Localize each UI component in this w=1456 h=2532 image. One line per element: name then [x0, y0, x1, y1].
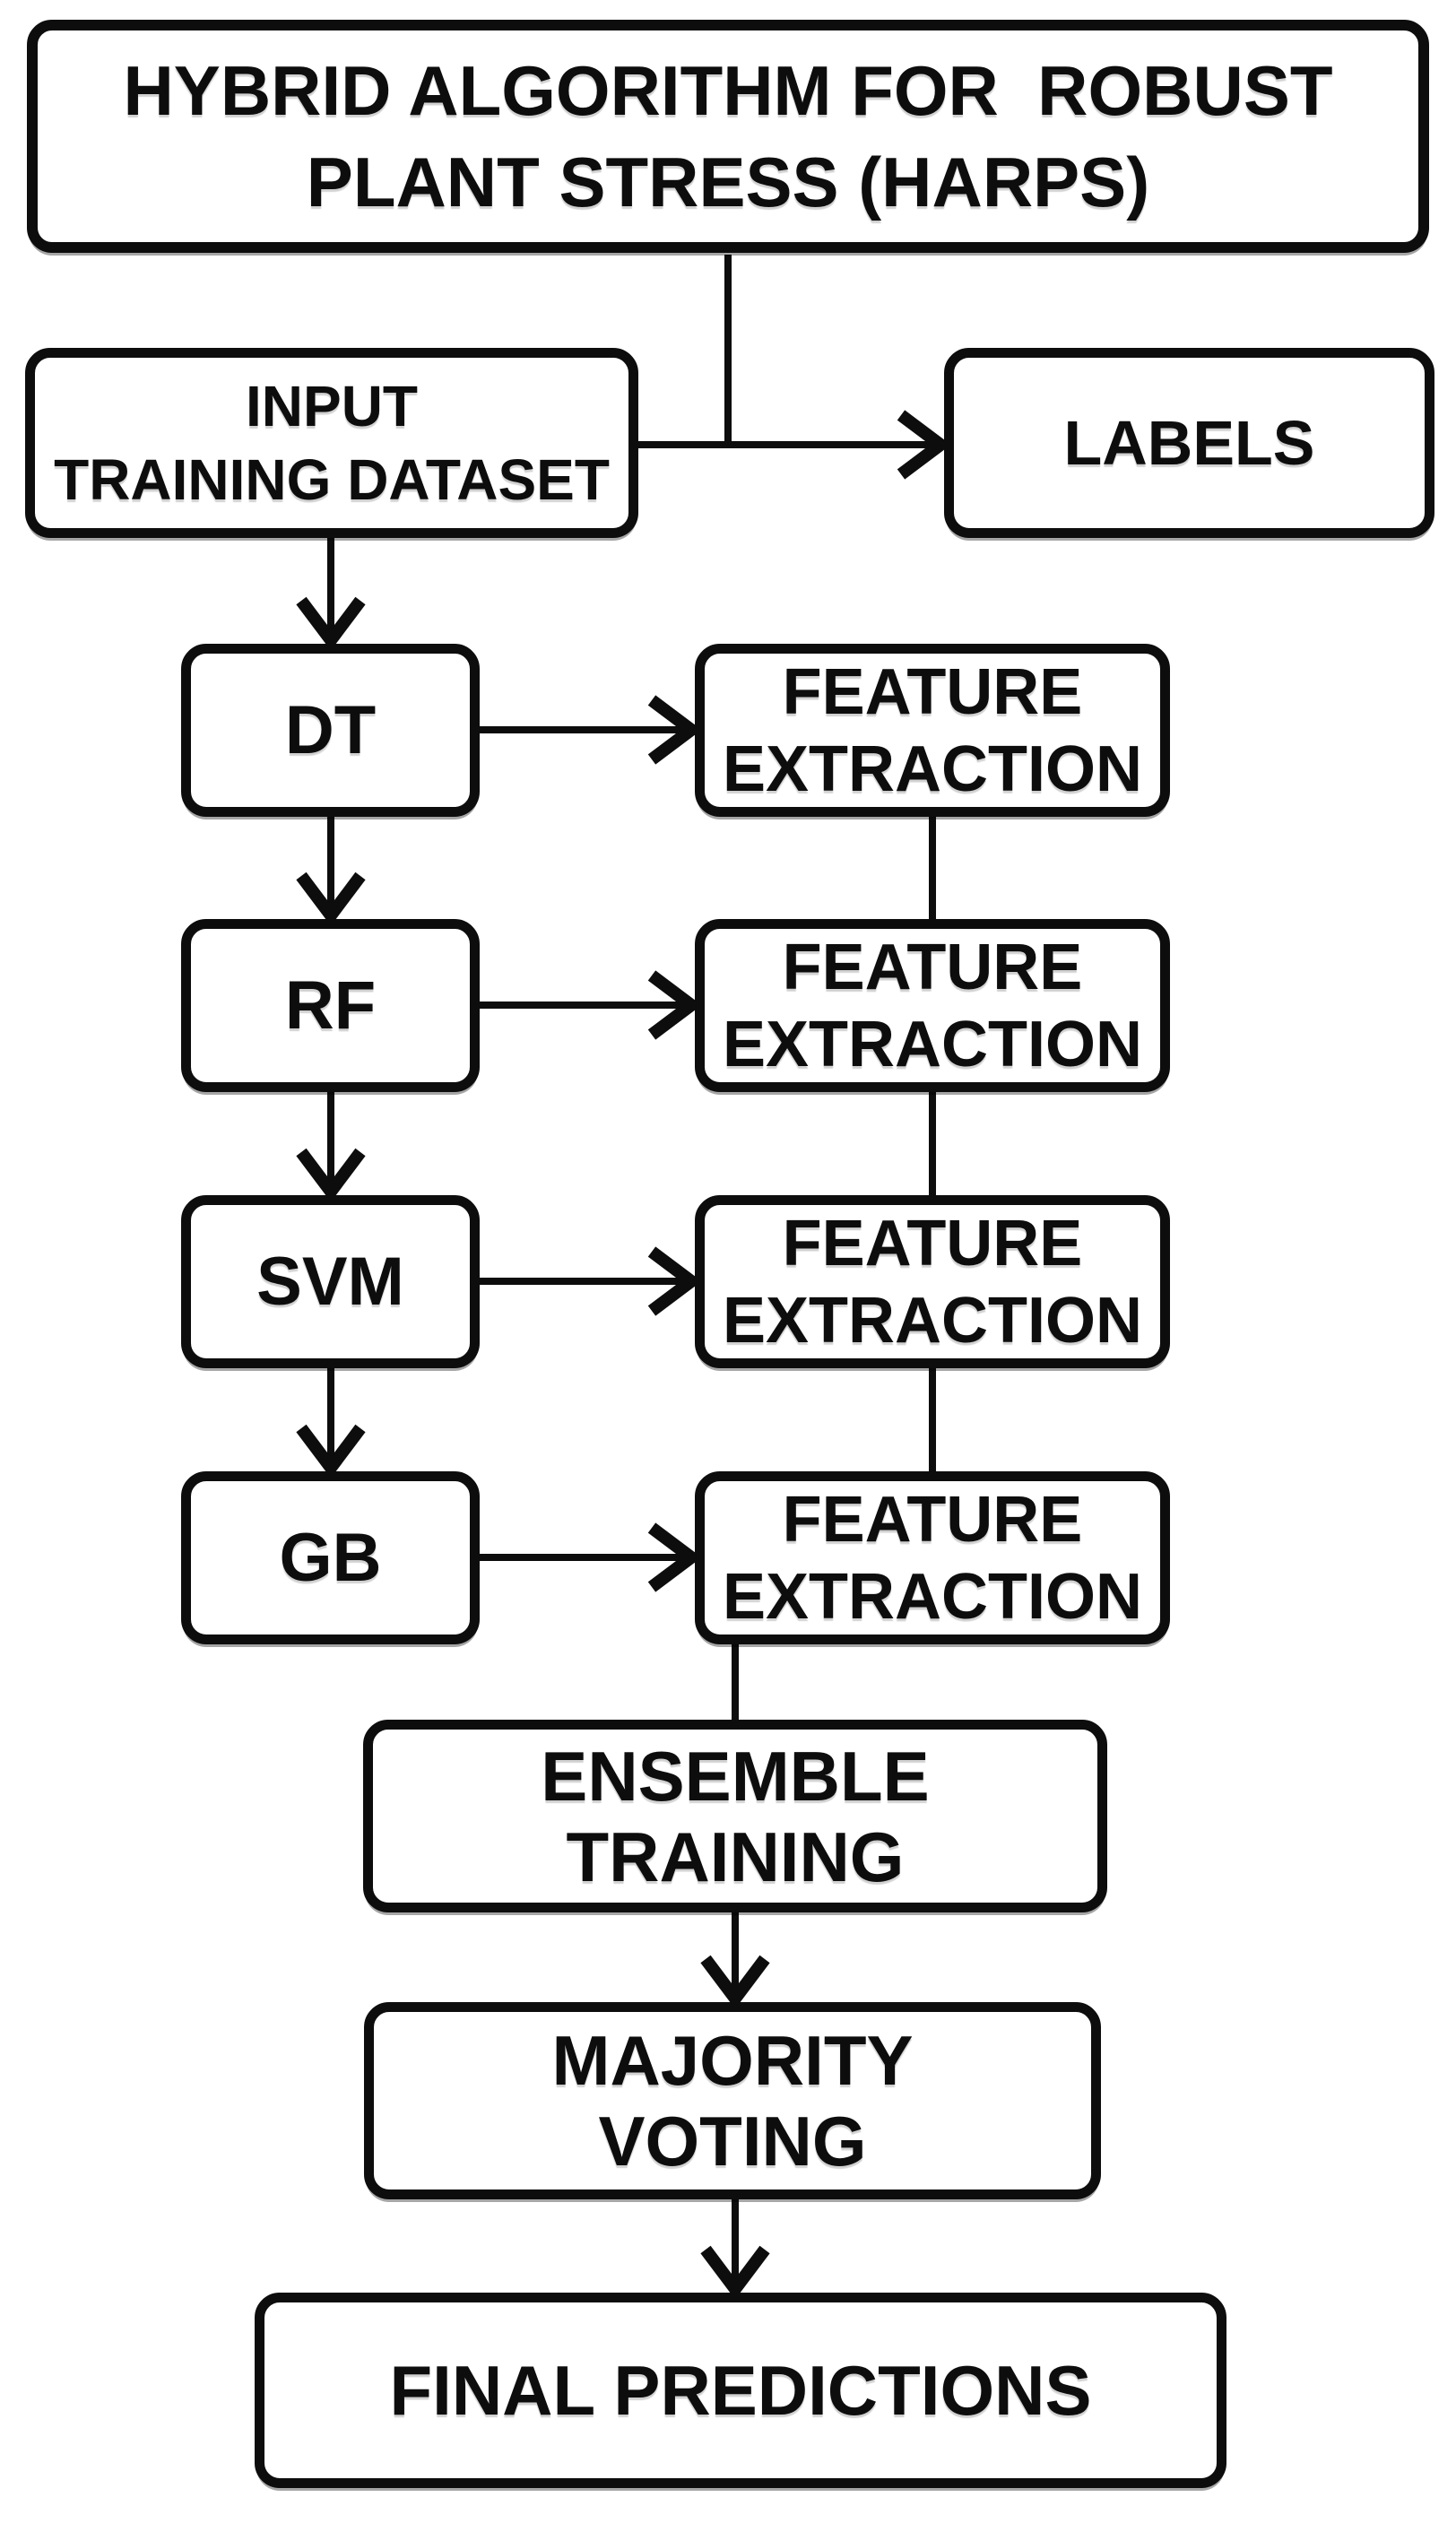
- fe1-line-1: FEATURE: [782, 655, 1083, 728]
- fe3-line-1: FEATURE: [782, 1207, 1083, 1279]
- node-ensemble-training: ENSEMBLE TRAINING: [363, 1720, 1107, 1912]
- ensemble-line-1: ENSEMBLE: [541, 1736, 930, 1816]
- node-majority-voting: MAJORITY VOTING: [364, 2002, 1101, 2199]
- node-svm: SVM: [181, 1195, 480, 1368]
- title-line-2: PLANT STRESS (HARPS): [306, 143, 1150, 221]
- dt-label: DT: [284, 691, 377, 768]
- node-rf: RF: [181, 919, 480, 1092]
- majority-line-2: VOTING: [598, 2102, 867, 2181]
- arrowhead-into-dt: [296, 596, 366, 651]
- arrowhead-into-fe4: [647, 1522, 702, 1592]
- title-line-1: HYBRID ALGORITHM FOR ROBUST: [123, 51, 1333, 130]
- arrowhead-into-fe2: [647, 970, 702, 1040]
- arrowhead-into-rf: [296, 871, 366, 926]
- input-line-1: INPUT: [246, 374, 418, 438]
- arrowhead-into-gb: [296, 1424, 366, 1478]
- arrowhead-into-svm: [296, 1148, 366, 1202]
- node-labels: LABELS: [944, 348, 1434, 538]
- ensemble-line-2: TRAINING: [566, 1817, 905, 1896]
- fe4-line-2: EXTRACTION: [723, 1560, 1142, 1633]
- rf-label: RF: [284, 967, 377, 1044]
- arrowhead-into-final: [700, 2245, 770, 2300]
- final-label: FINAL PREDICTIONS: [389, 2351, 1092, 2430]
- node-harps-title: HYBRID ALGORITHM FOR ROBUST PLANT STRESS…: [27, 20, 1429, 253]
- node-feature-extraction-2: FEATURE EXTRACTION: [695, 919, 1170, 1092]
- fe1-line-2: EXTRACTION: [723, 733, 1142, 805]
- svm-label: SVM: [256, 1243, 404, 1320]
- node-gb: GB: [181, 1471, 480, 1644]
- node-feature-extraction-1: FEATURE EXTRACTION: [695, 644, 1170, 817]
- input-line-2: TRAINING DATASET: [54, 447, 610, 512]
- fe2-line-2: EXTRACTION: [723, 1008, 1142, 1080]
- node-feature-extraction-3: FEATURE EXTRACTION: [695, 1195, 1170, 1368]
- majority-line-1: MAJORITY: [551, 2021, 914, 2100]
- arrowhead-into-fe1: [647, 695, 702, 765]
- node-input-training-dataset: INPUT TRAINING DATASET: [25, 348, 638, 538]
- node-final-predictions: FINAL PREDICTIONS: [255, 2293, 1226, 2488]
- fe2-line-1: FEATURE: [782, 931, 1083, 1003]
- fe4-line-1: FEATURE: [782, 1483, 1083, 1556]
- fe3-line-2: EXTRACTION: [723, 1284, 1142, 1357]
- arrowhead-into-labels: [897, 410, 951, 480]
- node-dt: DT: [181, 644, 480, 817]
- gb-label: GB: [279, 1519, 382, 1596]
- labels-line-1: LABELS: [1063, 408, 1315, 478]
- arrowhead-into-fe3: [647, 1246, 702, 1316]
- node-feature-extraction-4: FEATURE EXTRACTION: [695, 1471, 1170, 1644]
- arrowhead-into-majority: [700, 1955, 770, 2009]
